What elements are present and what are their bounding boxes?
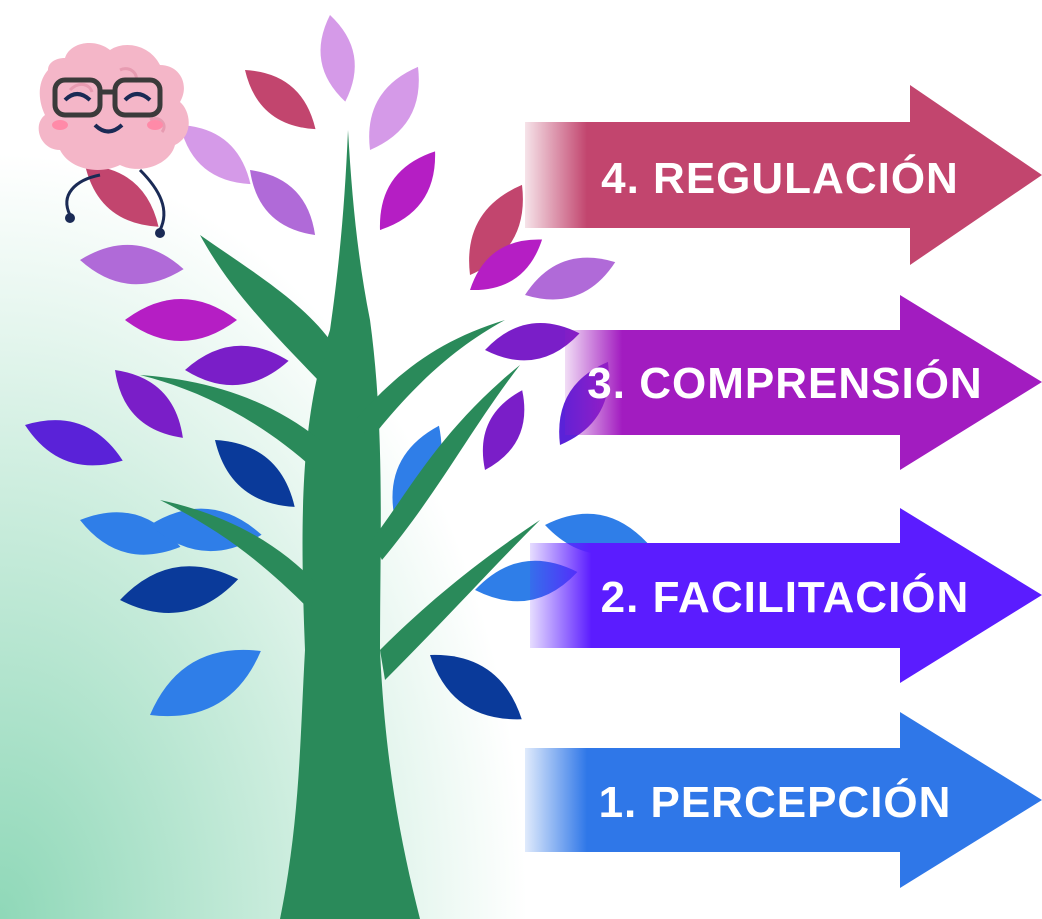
leaf xyxy=(25,420,123,466)
arrow-4: 4. REGULACIÓN xyxy=(525,85,1042,265)
leaf xyxy=(115,370,183,438)
arrow-label-2: 2. FACILITACIÓN xyxy=(601,572,970,622)
leaf xyxy=(430,654,522,720)
leaf xyxy=(125,299,237,341)
leaf xyxy=(180,125,251,185)
leaf xyxy=(320,15,355,102)
arrow-label-4: 4. REGULACIÓN xyxy=(601,153,959,203)
leaf xyxy=(369,66,419,150)
arrow-label-3: 3. COMPRENSIÓN xyxy=(587,358,982,408)
arrow-2: 2. FACILITACIÓN xyxy=(530,508,1042,683)
leaf xyxy=(215,440,295,507)
leaf xyxy=(150,650,261,716)
arrow-1: 1. PERCEPCIÓN xyxy=(525,712,1042,888)
arrow-label-1: 1. PERCEPCIÓN xyxy=(599,777,952,827)
brain-with-glasses-icon xyxy=(38,43,189,238)
leaf xyxy=(470,239,543,291)
leaf xyxy=(482,390,525,470)
leaf xyxy=(85,165,159,227)
leaf xyxy=(469,184,523,275)
leaf xyxy=(185,345,289,386)
tree-trunk xyxy=(140,130,540,919)
arrow-3: 3. COMPRENSIÓN xyxy=(565,295,1042,470)
leaf xyxy=(120,566,239,613)
leaf xyxy=(379,151,436,230)
leaf xyxy=(525,257,616,300)
leaf xyxy=(80,512,181,555)
leaf xyxy=(245,70,316,130)
leaf xyxy=(250,170,316,236)
leaf xyxy=(80,244,184,285)
leaf xyxy=(485,322,580,361)
